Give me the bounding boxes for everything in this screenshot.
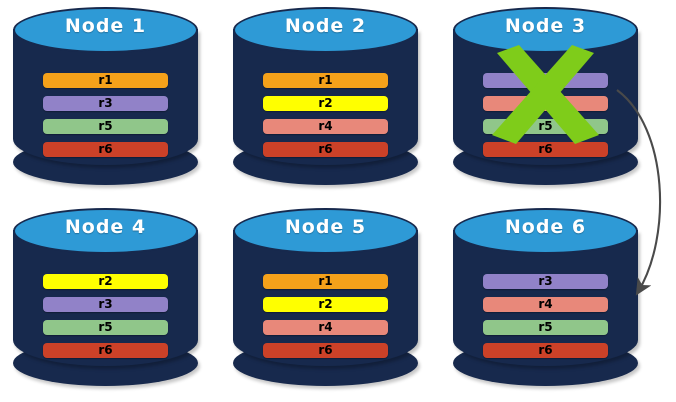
record-bar[interactable]: r1 [43, 73, 168, 88]
record-list: r1 r2 r4 r6 [263, 73, 388, 157]
node-cylinder-4[interactable]: Node 4 r2 r3 r5 r6 [13, 208, 198, 388]
node-cylinder-1[interactable]: Node 1 r1 r3 r5 r6 [13, 7, 198, 187]
record-bar[interactable]: r6 [483, 343, 608, 358]
record-bar[interactable]: r6 [43, 343, 168, 358]
record-list: r3 r4 r5 r6 [483, 73, 608, 157]
record-bar[interactable]: r3 [483, 73, 608, 88]
node-label: Node 3 [504, 15, 587, 37]
record-bar[interactable]: r6 [263, 142, 388, 157]
cylinder-top-disc [453, 208, 638, 254]
record-bar[interactable]: r4 [483, 96, 608, 111]
record-bar[interactable]: r5 [43, 119, 168, 134]
record-bar[interactable]: r4 [263, 119, 388, 134]
record-bar[interactable]: r2 [263, 96, 388, 111]
cylinder-top-disc [13, 7, 198, 53]
cylinder-top-disc [233, 208, 418, 254]
record-bar[interactable]: r1 [263, 274, 388, 289]
record-bar[interactable]: r6 [43, 142, 168, 157]
node-label: Node 2 [284, 15, 367, 37]
node-label: Node 5 [284, 216, 367, 238]
record-bar[interactable]: r2 [43, 274, 168, 289]
record-bar[interactable]: r2 [263, 297, 388, 312]
record-bar[interactable]: r5 [483, 320, 608, 335]
node-label: Node 6 [504, 216, 587, 238]
node-cylinder-5[interactable]: Node 5 r1 r2 r4 r6 [233, 208, 418, 388]
record-bar[interactable]: r6 [483, 142, 608, 157]
node-cylinder-6[interactable]: Node 6 r3 r4 r5 r6 [453, 208, 638, 388]
record-bar[interactable]: r6 [263, 343, 388, 358]
record-list: r3 r4 r5 r6 [483, 274, 608, 358]
record-bar[interactable]: r3 [483, 274, 608, 289]
record-bar[interactable]: r5 [483, 119, 608, 134]
record-bar[interactable]: r3 [43, 297, 168, 312]
node-cylinder-2[interactable]: Node 2 r1 r2 r4 r6 [233, 7, 418, 187]
record-bar[interactable]: r1 [263, 73, 388, 88]
record-bar[interactable]: r5 [43, 320, 168, 335]
node-label: Node 1 [64, 15, 147, 37]
record-list: r1 r3 r5 r6 [43, 73, 168, 157]
cylinder-top-disc [233, 7, 418, 53]
record-list: r2 r3 r5 r6 [43, 274, 168, 358]
cylinder-top-disc [13, 208, 198, 254]
node-label: Node 4 [64, 216, 147, 238]
record-bar[interactable]: r4 [483, 297, 608, 312]
record-bar[interactable]: r3 [43, 96, 168, 111]
record-list: r1 r2 r4 r6 [263, 274, 388, 358]
node-cylinder-3[interactable]: Node 3 r3 r4 r5 r6 [453, 7, 638, 187]
record-bar[interactable]: r4 [263, 320, 388, 335]
